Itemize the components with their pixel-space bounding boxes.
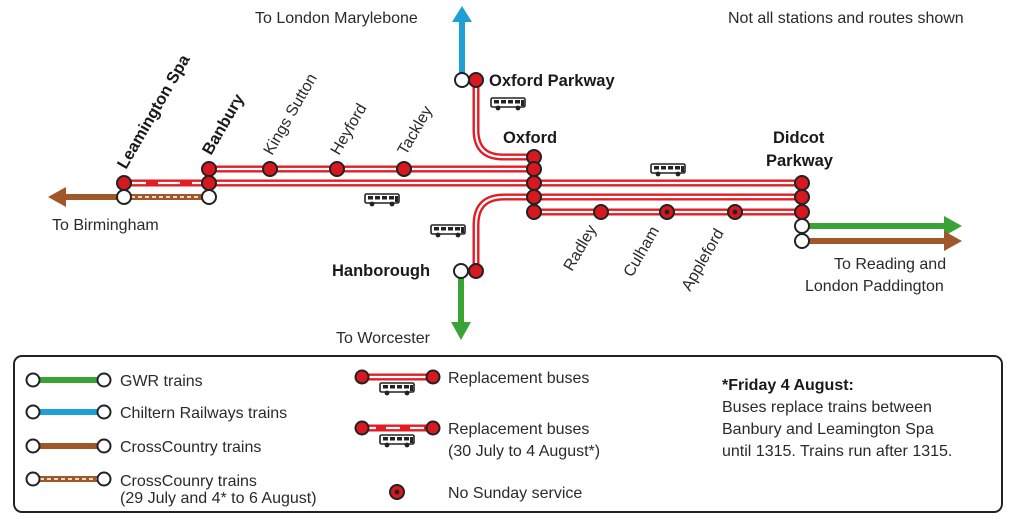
station-label-hanborough: Hanborough <box>332 262 430 280</box>
footnote-title: *Friday 4 August: <box>722 377 854 394</box>
chiltern-line <box>452 6 472 80</box>
station-didcot-1 <box>794 175 810 191</box>
station-didcot-rail-2 <box>794 233 810 249</box>
station-oxford-parkway-rail <box>454 72 470 88</box>
to-reading-label-2: London Paddington <box>805 278 944 295</box>
station-oxford-4 <box>526 189 542 205</box>
legend-crosscountry: CrossCountry trains <box>25 438 261 456</box>
footnote-line-2: Banbury and Leamington Spa <box>722 421 934 438</box>
station-oxford-parkway-bus <box>468 72 484 88</box>
legend-crosscountry-partial-label-2: (29 July and 4* to 6 August) <box>120 490 317 507</box>
legend-replacement-partial: Replacement buses (30 July to 4 August*) <box>354 420 600 460</box>
no-sunday-dot-icon <box>732 209 738 215</box>
station-label-oxford: Oxford <box>503 129 557 147</box>
footnote-line-1: Buses replace trains between <box>722 399 932 416</box>
arrow-down-icon <box>451 322 471 340</box>
legend-replacement-partial-label-2: (30 July to 4 August*) <box>448 443 600 460</box>
station-label-heyford: Heyford <box>328 101 371 158</box>
arrow-right-icon <box>944 216 962 236</box>
arrow-up-icon <box>452 6 472 22</box>
station-banbury-rail <box>201 189 217 205</box>
no-sunday-dot-icon <box>394 489 400 495</box>
legend: GWR trains Chiltern Railways trains Cros… <box>13 355 1003 513</box>
station-label-didcot-2: Parkway <box>766 152 834 170</box>
station-tackley <box>396 161 412 177</box>
legend-crosscountry-label: CrossCountry trains <box>120 439 261 456</box>
to-marylebone-label: To London Marylebone <box>255 10 418 27</box>
legend-replacement: Replacement buses <box>354 369 589 396</box>
reading-lines <box>802 216 962 251</box>
station-didcot-2 <box>794 189 810 205</box>
bus-icon <box>430 224 466 238</box>
legend-no-sunday: No Sunday service <box>389 484 582 502</box>
arrow-left-icon <box>48 187 66 207</box>
legend-footnote: *Friday 4 August: Buses replace trains b… <box>722 377 952 460</box>
station-leamington-bus <box>116 175 132 191</box>
legend-gwr: GWR trains <box>25 372 203 390</box>
legend-replacement-partial-label-1: Replacement buses <box>448 421 589 438</box>
legend-crosscountry-partial: CrossCounry trains (29 July and 4* to 6 … <box>25 471 317 507</box>
arrow-right-icon <box>944 231 962 251</box>
station-oxford-5 <box>526 204 542 220</box>
station-label-tackley: Tackley <box>395 103 436 158</box>
to-reading-label-1: To Reading and <box>834 256 946 273</box>
station-heyford <box>329 161 345 177</box>
station-label-didcot-1: Didcot <box>773 129 825 147</box>
station-kings-sutton <box>262 161 278 177</box>
bus-icon <box>490 97 526 111</box>
station-banbury-bus-1 <box>201 161 217 177</box>
legend-chiltern-label: Chiltern Railways trains <box>120 405 287 422</box>
to-worcester-label: To Worcester <box>336 330 431 347</box>
station-label-kings-sutton: Kings Sutton <box>261 71 321 158</box>
station-didcot-rail-1 <box>794 218 810 234</box>
legend-crosscountry-partial-label-1: CrossCounry trains <box>120 473 257 490</box>
legend-chiltern: Chiltern Railways trains <box>25 404 287 422</box>
to-birmingham-label: To Birmingham <box>52 217 159 234</box>
station-oxford-3 <box>526 175 542 191</box>
legend-gwr-label: GWR trains <box>120 373 203 390</box>
crosscountry-birmingham-line <box>48 187 209 207</box>
legend-replacement-label: Replacement buses <box>448 370 589 387</box>
worcester-line <box>451 271 471 340</box>
footnote-line-3: until 1315. Trains run after 1315. <box>722 443 952 460</box>
stations <box>116 72 810 279</box>
map-note: Not all stations and routes shown <box>728 10 964 27</box>
station-label-appleford: Appleford <box>679 226 728 294</box>
station-label-oxford-parkway: Oxford Parkway <box>489 72 615 90</box>
station-label-radley: Radley <box>561 222 601 274</box>
station-oxford-2 <box>526 161 542 177</box>
no-sunday-dot-icon <box>664 209 670 215</box>
station-hanborough-rail <box>453 263 469 279</box>
station-hanborough-bus <box>468 263 484 279</box>
station-leamington-rail <box>116 189 132 205</box>
bus-icon <box>364 193 400 207</box>
station-didcot-3 <box>794 204 810 220</box>
legend-no-sunday-label: No Sunday service <box>448 485 582 502</box>
bus-icon <box>650 163 686 177</box>
station-label-banbury: Banbury <box>199 90 248 158</box>
station-radley <box>593 204 609 220</box>
station-label-culham: Culham <box>621 224 663 280</box>
station-label-leamington: Leamington Spa <box>114 51 194 172</box>
station-banbury-bus-2 <box>201 175 217 191</box>
